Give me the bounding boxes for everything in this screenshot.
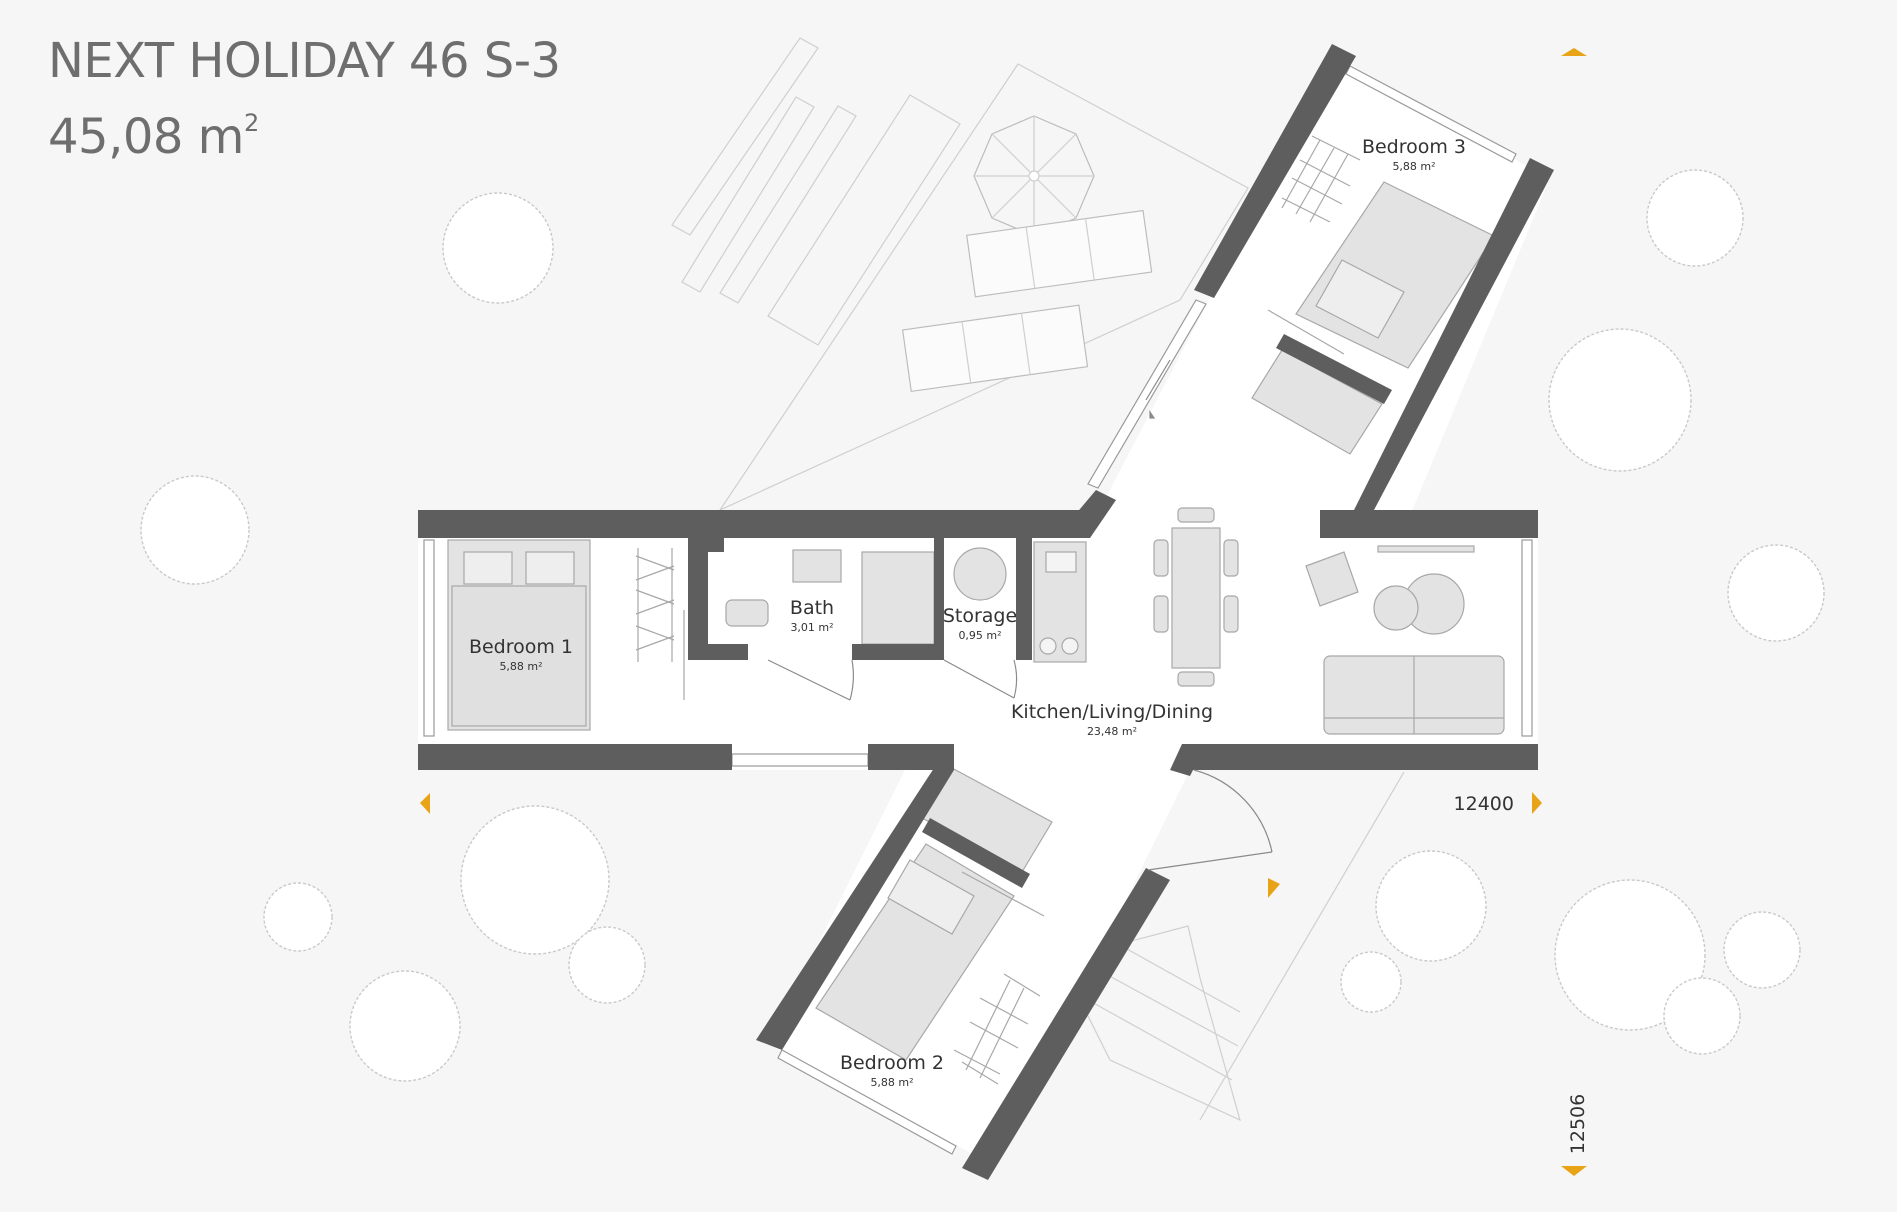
bed-bedroom-1 <box>447 539 591 731</box>
storage-boiler <box>953 547 1007 601</box>
bedroom-1-name: Bedroom 1 <box>469 636 573 658</box>
width-arrow-right <box>1532 792 1542 814</box>
desk-bedroom-3 <box>1251 349 1383 455</box>
storage-area: 0,95 m² <box>958 629 1001 642</box>
wardrobe-bedroom-2 <box>953 871 1045 1085</box>
living-furniture <box>1305 545 1505 735</box>
entrance-path-edge <box>1199 771 1405 1121</box>
bed-bedroom-3 <box>1295 181 1495 369</box>
deck-planks <box>671 37 961 346</box>
width-arrow-left <box>420 793 430 814</box>
terrace-outline <box>718 63 1249 512</box>
sun-lounger-1 <box>966 209 1153 298</box>
wardrobe-bedroom-3 <box>1267 135 1361 355</box>
model-name: NEXT HOLIDAY 46 S-3 <box>48 33 561 89</box>
sun-lounger-2 <box>901 304 1089 393</box>
bedroom-3-area: 5,88 m² <box>1392 160 1435 173</box>
depth-dimension: 12506 <box>1567 1094 1589 1154</box>
trees <box>140 169 1825 1082</box>
bath-fixtures <box>725 549 935 645</box>
bed-bedroom-2 <box>815 843 1015 1061</box>
depth-arrow-bottom <box>1561 1166 1587 1176</box>
dining-table <box>1153 507 1239 687</box>
bath-name: Bath <box>790 597 834 619</box>
total-area-value: 45,08 m <box>48 109 244 165</box>
wardrobe-bedroom-1 <box>635 548 685 700</box>
walls <box>418 44 1554 1180</box>
entrance-arrow <box>1268 878 1280 898</box>
kitchen-counter <box>1033 541 1087 663</box>
living-name: Kitchen/Living/Dining <box>1011 701 1213 723</box>
total-area-unit-exponent: 2 <box>243 109 259 137</box>
room-labels: Bedroom 1 5,88 m² Bath 3,01 m² Storage 0… <box>469 136 1466 1089</box>
bedroom-2-name: Bedroom 2 <box>840 1052 944 1074</box>
terrace-area <box>671 37 1405 1122</box>
bedroom-1-area: 5,88 m² <box>499 660 542 673</box>
living-area: 23,48 m² <box>1087 725 1137 738</box>
bedroom-3-name: Bedroom 3 <box>1362 136 1466 158</box>
furniture <box>447 135 1505 1085</box>
width-dimension: 12400 <box>1454 793 1514 815</box>
parasol <box>973 115 1095 237</box>
plan-title: NEXT HOLIDAY 46 S-3 45,08 m2 <box>48 30 561 168</box>
dimension-markers <box>420 48 1587 1176</box>
depth-arrow-top <box>1561 48 1587 56</box>
storage-name: Storage <box>943 605 1017 627</box>
bath-area: 3,01 m² <box>790 621 833 634</box>
doors <box>767 359 1273 871</box>
total-area: 45,08 m2 <box>48 92 561 168</box>
windows <box>423 65 1533 1155</box>
bedroom-2-area: 5,88 m² <box>870 1076 913 1089</box>
